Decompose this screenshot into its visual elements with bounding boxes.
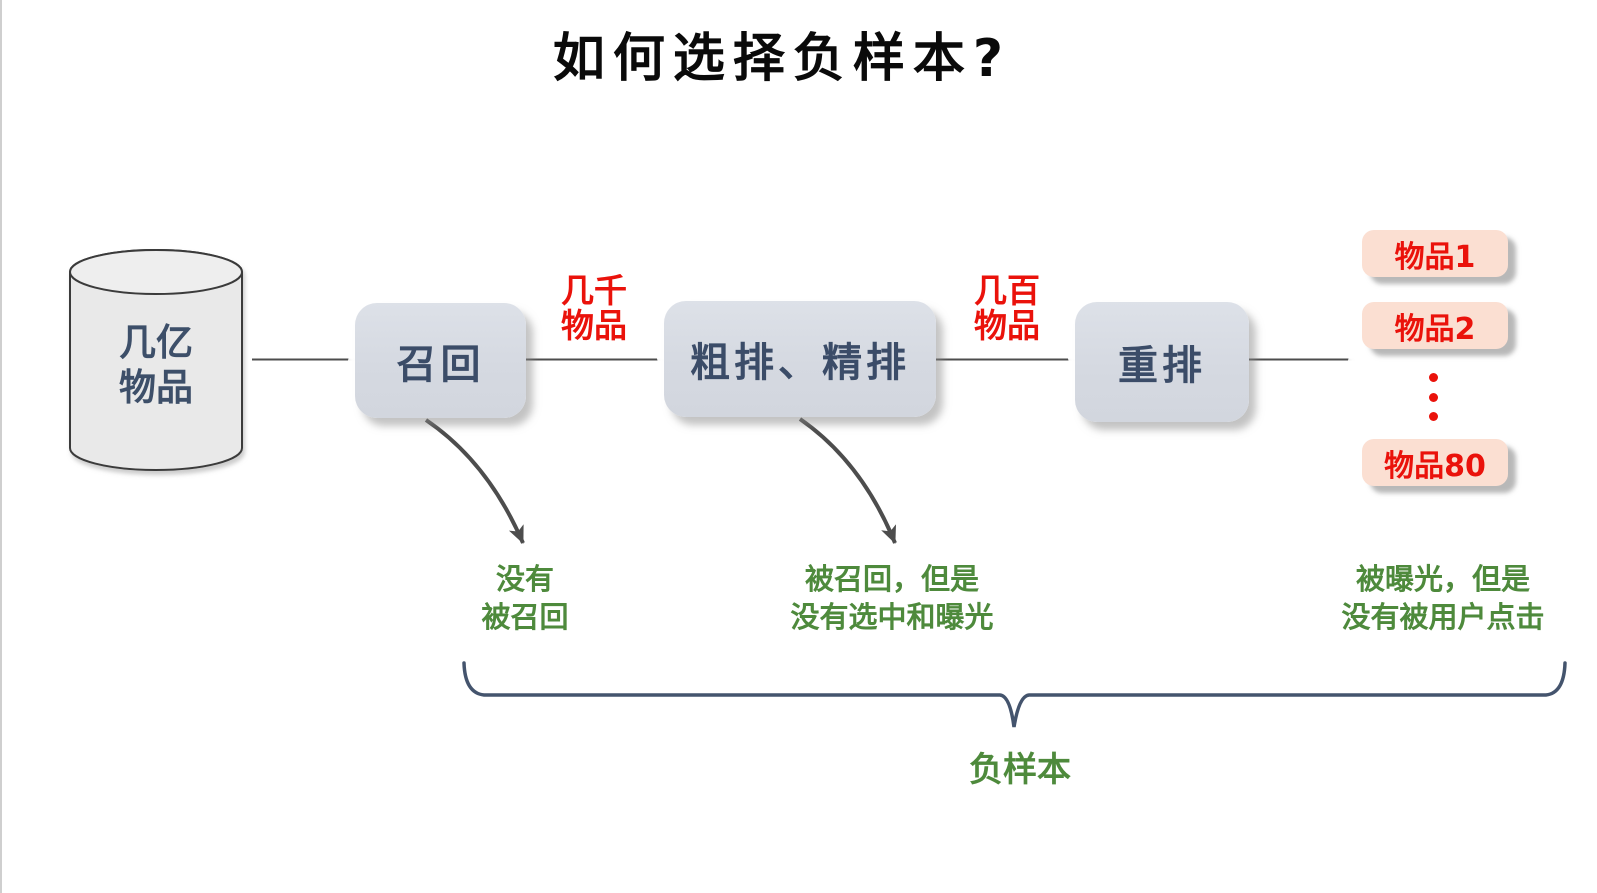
stage-coarse-fine-rank: 粗排、精排 [664,301,936,417]
items-database-cylinder [69,249,243,471]
stage-coarse-fine-rank-label: 粗排、精排 [690,340,910,386]
negative-samples-brace [462,661,1567,728]
result-item-2: 物品2 [1362,302,1508,349]
edge-count-hundreds: 几百 物品 [974,271,1040,345]
edge-count-thousands: 几千 物品 [561,271,627,345]
annotation-exposed-not-clicked: 被曝光，但是 没有被用户点击 [1341,562,1545,634]
stage-rerank-label: 重排 [1118,343,1206,389]
arrow-rank-dropout [798,417,897,544]
result-item-80: 物品80 [1362,439,1508,486]
stage-rerank: 重排 [1075,302,1249,422]
items-database-label: 几亿 物品 [119,321,193,409]
stage-recall: 召回 [355,303,526,418]
page-title: 如何选择负样本? [552,29,1012,89]
vertical-ellipsis-icon [1429,373,1439,421]
annotation-not-recalled: 没有 被召回 [481,562,569,634]
stage-recall-label: 召回 [396,341,485,388]
result-item-1: 物品1 [1362,230,1508,277]
annotation-recalled-not-exposed: 被召回，但是 没有选中和曝光 [790,562,994,634]
arrow-recall-dropout [424,418,525,544]
negative-samples-label: 负样本 [969,750,1071,790]
